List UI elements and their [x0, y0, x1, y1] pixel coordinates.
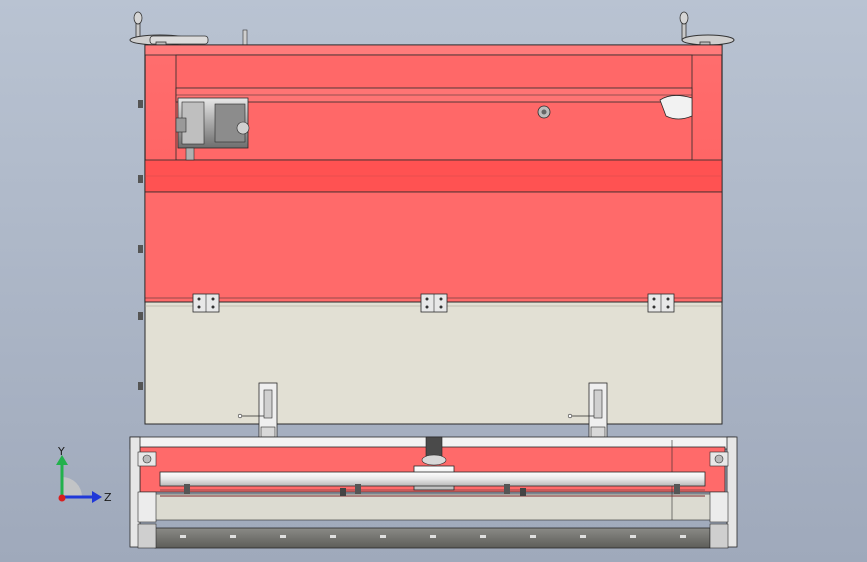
hinge-center [420, 293, 448, 313]
side-assembly-left [137, 451, 157, 523]
hand-wheel-right[interactable] [679, 11, 735, 51]
latch-right[interactable] [567, 382, 608, 440]
hinge-right [647, 293, 675, 313]
hinge-left [192, 293, 220, 313]
top-pin [242, 29, 248, 47]
z-axis-arrow [92, 491, 102, 503]
spray-pipe [159, 471, 706, 497]
beige-cover [144, 301, 723, 425]
pipe-clamps [184, 484, 680, 496]
axis-triad-icon: Y Z [56, 445, 112, 504]
hand-wheel-left[interactable] [129, 11, 209, 51]
latch-left[interactable] [237, 382, 278, 440]
x-axis-origin [58, 494, 66, 502]
z-axis-label: Z [104, 491, 112, 504]
center-bolt [537, 105, 551, 119]
drum-bolts [180, 535, 686, 538]
red-frame [138, 44, 723, 390]
y-axis-arrow [56, 455, 68, 465]
y-axis-label: Y [57, 445, 65, 458]
hydraulic-motor[interactable] [175, 97, 250, 161]
side-assembly-right [709, 451, 729, 523]
bearing-right [659, 95, 693, 120]
